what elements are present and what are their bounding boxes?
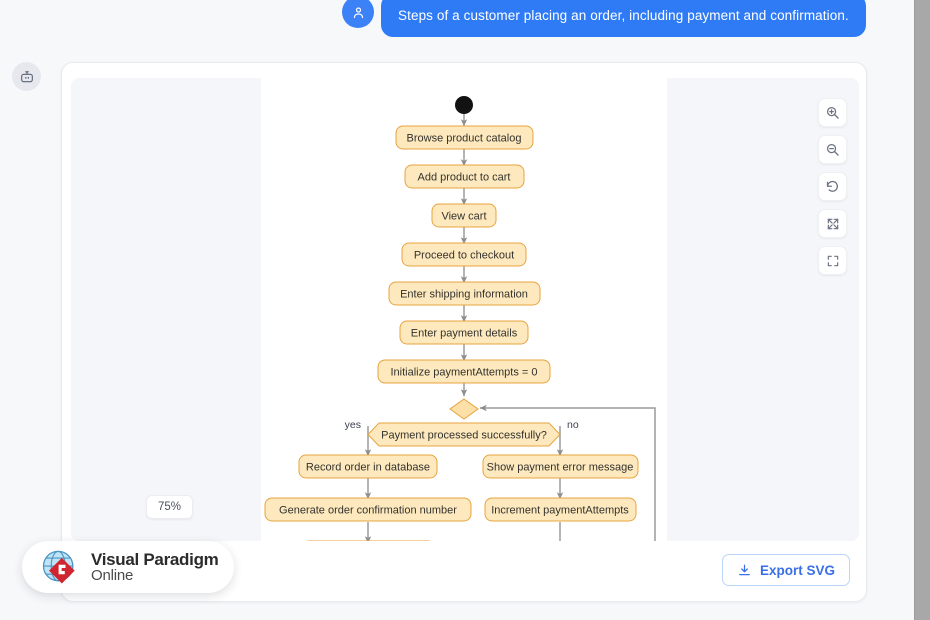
diagram-card: Browse product catalog Add product to ca… [61, 62, 867, 602]
action-nodes: Browse product catalog Add product to ca… [377, 125, 551, 384]
watermark-line2: Online [91, 567, 134, 585]
node-add-product-to-cart: Add product to cart [404, 164, 525, 189]
yes-branch-nodes: Record order in database Generate order … [264, 454, 472, 541]
canvas-toolbar [818, 98, 847, 275]
edge-label-no: no [567, 419, 579, 431]
node-label: Show payment error message [487, 462, 634, 474]
node-label: View cart [441, 211, 486, 223]
node-label: Record order in database [306, 462, 430, 474]
fullscreen-icon [827, 255, 838, 266]
chat-strip: Steps of a customer placing an order, in… [0, 0, 914, 58]
user-message-bubble: Steps of a customer placing an order, in… [381, 0, 866, 37]
export-svg-button[interactable]: Export SVG [721, 554, 850, 586]
globe-diamond-icon [42, 550, 75, 584]
node-initialize-payment-attempts: Initialize paymentAttempts = 0 [377, 359, 551, 384]
zoom-out-button[interactable] [818, 135, 847, 164]
download-icon [739, 564, 750, 575]
activity-diagram: Browse product catalog Add product to ca… [264, 96, 656, 541]
node-label: Increment paymentAttempts [491, 505, 629, 517]
node-enter-payment-details: Enter payment details [399, 320, 529, 345]
node-record-order-in-database: Record order in database [298, 454, 438, 479]
zoom-in-button[interactable] [818, 98, 847, 127]
watermark-line1: Visual Paradigm [91, 549, 219, 569]
robot-icon [20, 70, 33, 82]
node-proceed-to-checkout: Proceed to checkout [401, 242, 527, 267]
diagram-canvas[interactable]: Browse product catalog Add product to ca… [71, 78, 859, 541]
node-label: Add product to cart [418, 172, 511, 184]
edge-label-yes: yes [345, 419, 361, 431]
rotate-ccw-icon [826, 180, 838, 192]
node-decision-payment-processed: Payment processed successfully? [367, 422, 561, 447]
node-browse-product-catalog: Browse product catalog [395, 125, 534, 150]
node-enter-shipping-information: Enter shipping information [388, 281, 541, 306]
user-avatar [342, 0, 374, 28]
fullscreen-button[interactable] [818, 246, 847, 275]
export-svg-label: Export SVG [759, 562, 835, 578]
fit-screen-button[interactable] [818, 209, 847, 238]
node-label: Initialize paymentAttempts = 0 [390, 367, 537, 379]
no-branch-nodes: Show payment error message Increment pay… [482, 454, 639, 522]
bot-avatar [12, 62, 41, 91]
reset-view-button[interactable] [818, 172, 847, 201]
visual-paradigm-watermark[interactable]: Visual Paradigm Online [22, 541, 234, 593]
person-icon [353, 6, 363, 18]
node-label: Enter payment details [411, 328, 518, 340]
fit-screen-icon [827, 218, 838, 229]
node-generate-order-confirmation-number: Generate order confirmation number [264, 497, 472, 522]
node-increment-payment-attempts: Increment paymentAttempts [484, 497, 637, 522]
initial-node [455, 96, 473, 114]
node-label: Enter shipping information [400, 289, 528, 301]
page-scrollbar-track[interactable] [914, 0, 930, 620]
merge-diamond-node [449, 398, 479, 420]
node-label: Generate order confirmation number [279, 505, 457, 517]
zoom-in-icon [826, 106, 839, 119]
zoom-level-text: 75% [158, 501, 182, 513]
page-scrollbar-thumb[interactable] [916, 0, 930, 620]
node-view-cart: View cart [431, 203, 497, 228]
zoom-out-icon [826, 143, 839, 156]
node-show-payment-error-message: Show payment error message [482, 454, 639, 479]
user-message-text: Steps of a customer placing an order, in… [398, 8, 849, 23]
node-label: Payment processed successfully? [381, 430, 547, 442]
watermark-text: Visual Paradigm Online [91, 549, 219, 585]
node-label: Proceed to checkout [414, 250, 514, 262]
node-label: Browse product catalog [407, 133, 522, 145]
zoom-level-badge[interactable]: 75% [146, 495, 194, 519]
